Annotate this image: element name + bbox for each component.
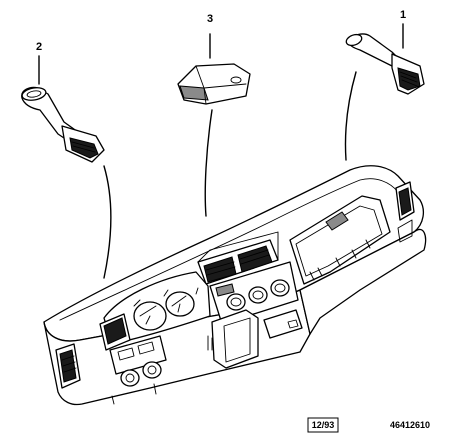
centre-vents: [197, 231, 279, 285]
callout-3: 3: [207, 13, 213, 25]
callout-1: 1: [400, 9, 406, 21]
date-code-box: [307, 417, 339, 433]
date-code: 12/93: [312, 420, 335, 430]
centre-controls: [209, 261, 299, 325]
part-2-left-air-duct: [21, 86, 105, 163]
instrument-cluster: [103, 271, 211, 345]
drawing-number: 46412610: [390, 420, 430, 430]
part-3-vent-cover: [177, 63, 251, 105]
dashboard-panel: [43, 165, 427, 406]
leader-lines: [38, 23, 404, 279]
callout-2: 2: [36, 41, 42, 53]
leader-3: [204, 109, 213, 217]
leader-2: [103, 165, 112, 279]
leader-1: [344, 71, 357, 161]
part-1-right-air-duct: [345, 33, 425, 95]
